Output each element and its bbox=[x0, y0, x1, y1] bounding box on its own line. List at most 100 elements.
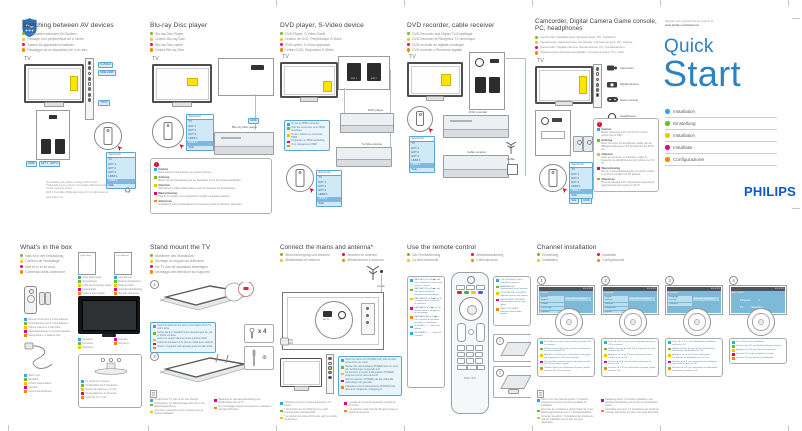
lang-bullet-icon bbox=[665, 133, 670, 138]
highlighted-connector bbox=[323, 81, 332, 92]
step-number: 2 bbox=[496, 369, 504, 377]
nav-dial-diagram bbox=[555, 308, 583, 336]
lang-bullet-icon bbox=[537, 258, 541, 262]
menu-brand: PHILIPS bbox=[582, 287, 592, 290]
item-label: Télécommande et 2 piles AAA bbox=[28, 325, 61, 329]
lang-text: Montaggio del televisore sul supporto bbox=[155, 270, 210, 275]
language-row: Montaggio del televisore sul supporto bbox=[150, 270, 210, 274]
note-row: TASTI COLORATI: selezione diretta delle … bbox=[496, 308, 528, 316]
lang-bullet-icon bbox=[20, 259, 24, 263]
tv-stand bbox=[426, 96, 444, 102]
note-row: Pour fixer le téléviseur au mur, reporte… bbox=[150, 410, 208, 416]
language-row: Montage du support du téléviseur bbox=[150, 259, 210, 263]
lang-bullet-icon bbox=[24, 390, 27, 393]
mains-cord-icon bbox=[24, 342, 53, 369]
note-bullet-icon bbox=[154, 176, 157, 179]
note-text: GEKLEURDE TOETSEN: rechtstreekse selecti… bbox=[500, 298, 526, 307]
note-row: Consultare la sezione 7.3 Installazione … bbox=[601, 409, 659, 415]
panel-title: Connect the mains and antenna* bbox=[280, 244, 374, 251]
note-bullet-icon bbox=[540, 367, 543, 370]
note-bullet-icon bbox=[410, 279, 413, 282]
fold-mark bbox=[660, 0, 661, 6]
source-list-item: EXT 3 bbox=[108, 170, 116, 174]
cable-label: Cable bbox=[507, 157, 515, 161]
item-label-row: Fernbedienung und 2 x AAA-Batterien bbox=[24, 322, 74, 325]
note-row: * La posizione della presa AC IN varia i… bbox=[344, 409, 400, 415]
note-bullet-icon bbox=[287, 127, 290, 130]
menu-row: Belgium bbox=[540, 299, 564, 303]
pointer-cursor-icon: ➤ bbox=[115, 142, 125, 153]
lang-text: Tussen AV-apparaten schakelen bbox=[27, 42, 75, 47]
note-row: Appuyez sur Menu pour sélectionner votre… bbox=[540, 354, 592, 360]
lang-bullet-icon bbox=[597, 258, 601, 262]
lang-text: Lettore DVD, Dispositivo S-Video bbox=[285, 48, 334, 53]
source-list-title: Source list bbox=[107, 153, 135, 159]
lang-bullet-icon bbox=[78, 284, 81, 287]
language-row: DVD recorder e Ricevitore digitale bbox=[407, 48, 475, 52]
antenna-icon bbox=[505, 142, 517, 154]
lang-bullet-icon bbox=[407, 48, 411, 52]
lang-bullet-icon bbox=[537, 253, 541, 257]
note-bullet-icon bbox=[410, 325, 413, 329]
blue-key bbox=[478, 291, 483, 294]
red-key bbox=[457, 291, 462, 294]
recycle-icon: ♻ bbox=[124, 186, 132, 195]
note-row: Ou bien utilisez une connexion HDMI bbox=[287, 134, 327, 140]
cover-language-list: Installation Einstellung Installation In… bbox=[665, 106, 777, 166]
note-text: Wählen Sie mit Menu Ihr Land aus und drü… bbox=[544, 347, 591, 353]
yellow-key bbox=[471, 291, 476, 294]
scart-ext2: EXT 2 bbox=[367, 63, 381, 81]
note-header: Caution bbox=[158, 168, 169, 171]
note-text: Per il montaggio a parete del televisore… bbox=[218, 406, 272, 412]
source-list-title: Source list bbox=[317, 171, 341, 177]
note-row: Oder Sie verwenden einen HDMI-Anschluss bbox=[287, 127, 327, 133]
bottom-notes-col1: Refer to the User Manual section 7.3 Ins… bbox=[537, 399, 595, 425]
lang-bullet-icon bbox=[81, 384, 84, 387]
note-bullet-icon bbox=[150, 403, 153, 407]
source-list-item: TV bbox=[411, 142, 415, 146]
step-number: 2 bbox=[601, 276, 610, 285]
item-label: Guida di avvio rapido bbox=[82, 291, 105, 295]
stand-notes-box: Insert the stand into the slots on the b… bbox=[150, 322, 216, 354]
tv-label: TV bbox=[282, 54, 289, 60]
menu-brand: PHILIPS bbox=[710, 287, 720, 290]
step-number: 1 bbox=[150, 280, 159, 289]
port-chip-svideo: S-VIDEO bbox=[98, 62, 114, 68]
lang-bullet-icon bbox=[78, 288, 81, 291]
note-header: Waarschuwing bbox=[158, 191, 178, 195]
screwdriver-box: ⊕ bbox=[244, 346, 274, 370]
source-list-item: TV bbox=[108, 158, 112, 162]
note-row: Press Menu to select your country and pr… bbox=[540, 341, 592, 347]
note-bullet-icon bbox=[732, 349, 735, 352]
note-row: Wählen Sie mit ▲ oder ▼ die automatische… bbox=[668, 348, 720, 354]
lang-bullet-icon bbox=[24, 318, 27, 321]
note-bullet-icon bbox=[668, 360, 671, 364]
note-text: Consultez la section 7.3 Installation de… bbox=[541, 416, 594, 425]
item-label: Afstandsbediening met 2 AAA-batterijen bbox=[28, 329, 71, 333]
fold-mark bbox=[276, 425, 277, 431]
panel-title: Stand mount the TV bbox=[150, 244, 211, 251]
scart-cable bbox=[390, 70, 392, 154]
note-row: Appuyez sur ▲ ou ▼ pour sélectionner vot… bbox=[604, 354, 656, 360]
note-row: Setzen Sie den Standfuß in die Aussparun… bbox=[153, 332, 213, 338]
note-bullet-icon bbox=[280, 416, 283, 420]
bottom-notes-col1: To wall mount TV, refer to the User Manu… bbox=[150, 399, 208, 416]
source-list-item: EXT 1 bbox=[188, 124, 196, 128]
item-label-row: Television bbox=[78, 338, 110, 341]
language-row: Tussen AV-apparaten schakelen bbox=[22, 43, 88, 47]
lang-bullet-icon bbox=[20, 265, 24, 269]
note-bullet-icon bbox=[597, 139, 600, 142]
item-label-row: Gebruikershandleiding bbox=[114, 288, 146, 291]
found-label: TV bbox=[740, 305, 744, 309]
language-row: Alimentation et antenne bbox=[280, 258, 330, 262]
panel-title: DVD recorder, cable receiver bbox=[407, 22, 495, 29]
lang-bullet-icon bbox=[22, 48, 26, 52]
note-text: Raadpleeg sectie 7.3 Zenders installeren… bbox=[605, 399, 658, 407]
lang-bullet-icon bbox=[78, 346, 81, 349]
